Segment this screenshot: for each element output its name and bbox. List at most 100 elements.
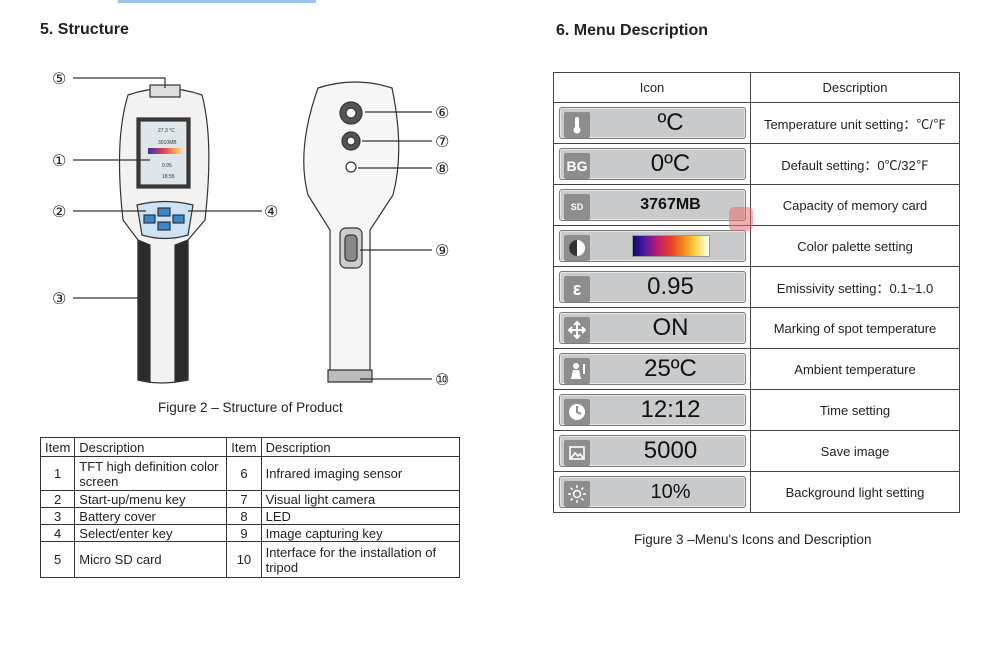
- menu-icon-screen: 12:12: [559, 394, 746, 426]
- menu-value: 5000: [643, 437, 698, 464]
- callout-6: ⑥: [435, 103, 449, 122]
- callout-4: ④: [264, 202, 278, 221]
- menu-description: Background light setting: [785, 484, 925, 500]
- table-row: 1 TFT high definition color screen 6 Inf…: [39, 456, 460, 491]
- thermometer-icon: [564, 112, 590, 138]
- menu-description: Default setting：0℃/32℉: [781, 157, 929, 173]
- menu-figure-caption: Figure 3 –Menu's Icons and Description: [634, 532, 872, 547]
- menu-row: SD 3767MB Capacity of memory card: [554, 184, 959, 225]
- device-screen-line-2: 3010MB: [158, 140, 177, 146]
- callout-7: ⑦: [435, 132, 449, 151]
- menu-icon-screen: 25ºC: [559, 353, 746, 385]
- menu-icon-screen: [559, 230, 746, 262]
- menu-icon-screen: ON: [559, 312, 746, 344]
- item-number: 1: [39, 456, 76, 491]
- menu-description: Capacity of memory card: [782, 197, 928, 213]
- color-palette-bar: [631, 235, 710, 257]
- menu-value: 12:12: [640, 396, 701, 423]
- menu-value: 0.95: [647, 273, 694, 300]
- menu-icon-screen: ε 0.95: [559, 271, 746, 303]
- header-description-1: Description: [74, 437, 228, 457]
- menu-header-row: Icon Description: [554, 73, 959, 102]
- menu-value: 10%: [650, 480, 691, 503]
- device-screen-line-4: 0.95: [162, 163, 172, 169]
- item-number: 3: [39, 507, 76, 525]
- menu-row: 12:12 Time setting: [554, 389, 959, 430]
- menu-description: Time setting: [819, 402, 891, 418]
- item-number: 10: [226, 541, 262, 578]
- table-header-row: Item Description Item Description: [39, 437, 460, 457]
- menu-icon-screen: SD 3767MB: [559, 189, 746, 221]
- table-row: 4 Select/enter key 9 Image capturing key: [39, 524, 460, 542]
- header-item-1: Item: [39, 437, 76, 457]
- callout-10: ⑩: [435, 370, 449, 389]
- item-description: Interface for the installation of tripod: [260, 541, 460, 578]
- device-screen-line-5: 18:55: [162, 174, 175, 180]
- menu-description: Color palette setting: [797, 238, 913, 254]
- item-description: Image capturing key: [260, 524, 460, 542]
- menu-icon-screen: 10%: [559, 476, 746, 508]
- menu-table: Icon Description ºC Temperature unit set…: [553, 72, 960, 513]
- item-description: Visual light camera: [260, 490, 460, 508]
- callout-8: ⑧: [435, 159, 449, 178]
- menu-value: 25ºC: [644, 355, 697, 382]
- item-description: LED: [260, 507, 460, 525]
- menu-description: Emissivity setting：0.1~1.0: [776, 280, 934, 296]
- menu-row: ε 0.95 Emissivity setting：0.1~1.0: [554, 266, 959, 307]
- sun-icon: [564, 481, 590, 507]
- item-description: Start-up/menu key: [74, 490, 228, 508]
- table-row: 3 Battery cover 8 LED: [39, 507, 460, 525]
- crosshair-icon: [564, 317, 590, 343]
- menu-row: ºC Temperature unit setting：℃/℉: [554, 102, 959, 143]
- menu-icon-screen: 5000: [559, 435, 746, 467]
- item-description: TFT high definition color screen: [74, 456, 228, 491]
- menu-row: ON Marking of spot temperature: [554, 307, 959, 348]
- menu-row: Color palette setting: [554, 225, 959, 266]
- watermark-badge: [729, 207, 753, 231]
- device-screen-line-1: 27.3 °C: [158, 128, 175, 134]
- menu-header-description: Description: [822, 80, 888, 95]
- item-number: 2: [39, 490, 76, 508]
- menu-description: Marking of spot temperature: [773, 320, 937, 336]
- structure-figure-caption: Figure 2 – Structure of Product: [158, 400, 343, 415]
- sd-card-icon: SD: [564, 194, 590, 220]
- item-number: 7: [226, 490, 262, 508]
- item-description: Micro SD card: [74, 541, 228, 578]
- structure-heading: 5. Structure: [40, 21, 129, 38]
- callout-2: ②: [52, 202, 66, 221]
- structure-table: Item Description Item Description 1 TFT …: [39, 437, 460, 578]
- menu-row: 10% Background light setting: [554, 471, 959, 512]
- callout-3: ③: [52, 289, 66, 308]
- menu-value: ºC: [657, 109, 684, 136]
- clock-icon: [564, 399, 590, 425]
- menu-description: Save image: [820, 443, 890, 459]
- menu-row: 5000 Save image: [554, 430, 959, 471]
- table-row: 5 Micro SD card 10 Interface for the ins…: [39, 541, 460, 578]
- header-description-2: Description: [260, 437, 460, 457]
- menu-value: 3767MB: [640, 196, 701, 213]
- item-number: 4: [39, 524, 76, 542]
- item-number: 5: [39, 541, 76, 578]
- menu-description: Temperature unit setting：℃/℉: [763, 116, 947, 132]
- image-icon: [564, 440, 590, 466]
- epsilon-icon: ε: [564, 276, 590, 302]
- callout-1: ①: [52, 151, 66, 170]
- item-description: Select/enter key: [74, 524, 228, 542]
- palette-icon: [564, 235, 590, 261]
- item-number: 6: [226, 456, 262, 491]
- menu-value: ON: [652, 314, 689, 341]
- ambient-person-icon: [564, 358, 590, 384]
- menu-description: Ambient temperature: [794, 361, 916, 377]
- table-row: 2 Start-up/menu key 7 Visual light camer…: [39, 490, 460, 508]
- item-number: 8: [226, 507, 262, 525]
- callout-5: ⑤: [52, 69, 66, 88]
- device-illustration: 27.3 °C 3010MB 0.95 18:55 ⑤ ① ② ③ ④ ⑥ ⑦ …: [52, 69, 449, 389]
- top-accent-line: [118, 0, 316, 3]
- menu-row: 25ºC Ambient temperature: [554, 348, 959, 389]
- menu-header-icon: Icon: [554, 73, 751, 102]
- header-item-2: Item: [226, 437, 262, 457]
- menu-icon-screen: ºC: [559, 107, 746, 139]
- callout-9: ⑨: [435, 241, 449, 260]
- item-description: Infrared imaging sensor: [260, 456, 460, 491]
- item-description: Battery cover: [74, 507, 228, 525]
